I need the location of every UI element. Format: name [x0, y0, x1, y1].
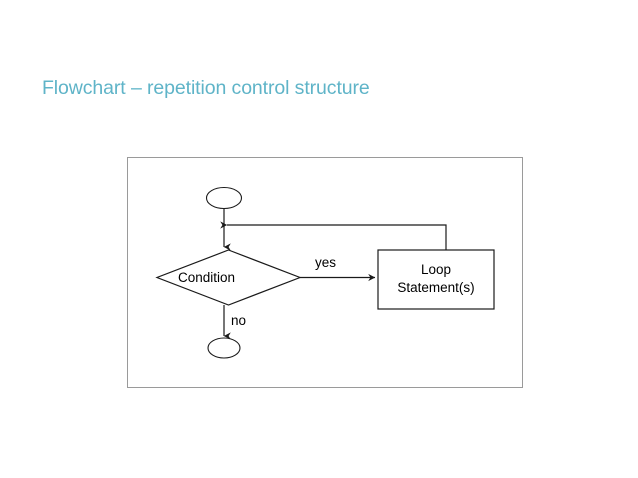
edge-label-no: no: [231, 313, 247, 328]
condition-node-label: Condition: [178, 270, 236, 285]
loop-statements-node-label: Loop Statement(s): [386, 261, 486, 297]
loop-statements-line-1: Loop: [420, 262, 452, 277]
edge-label-yes: yes: [315, 255, 337, 270]
loop-statements-line-2: Statement(s): [397, 280, 475, 295]
page-title: Flowchart – repetition control structure: [42, 77, 370, 99]
